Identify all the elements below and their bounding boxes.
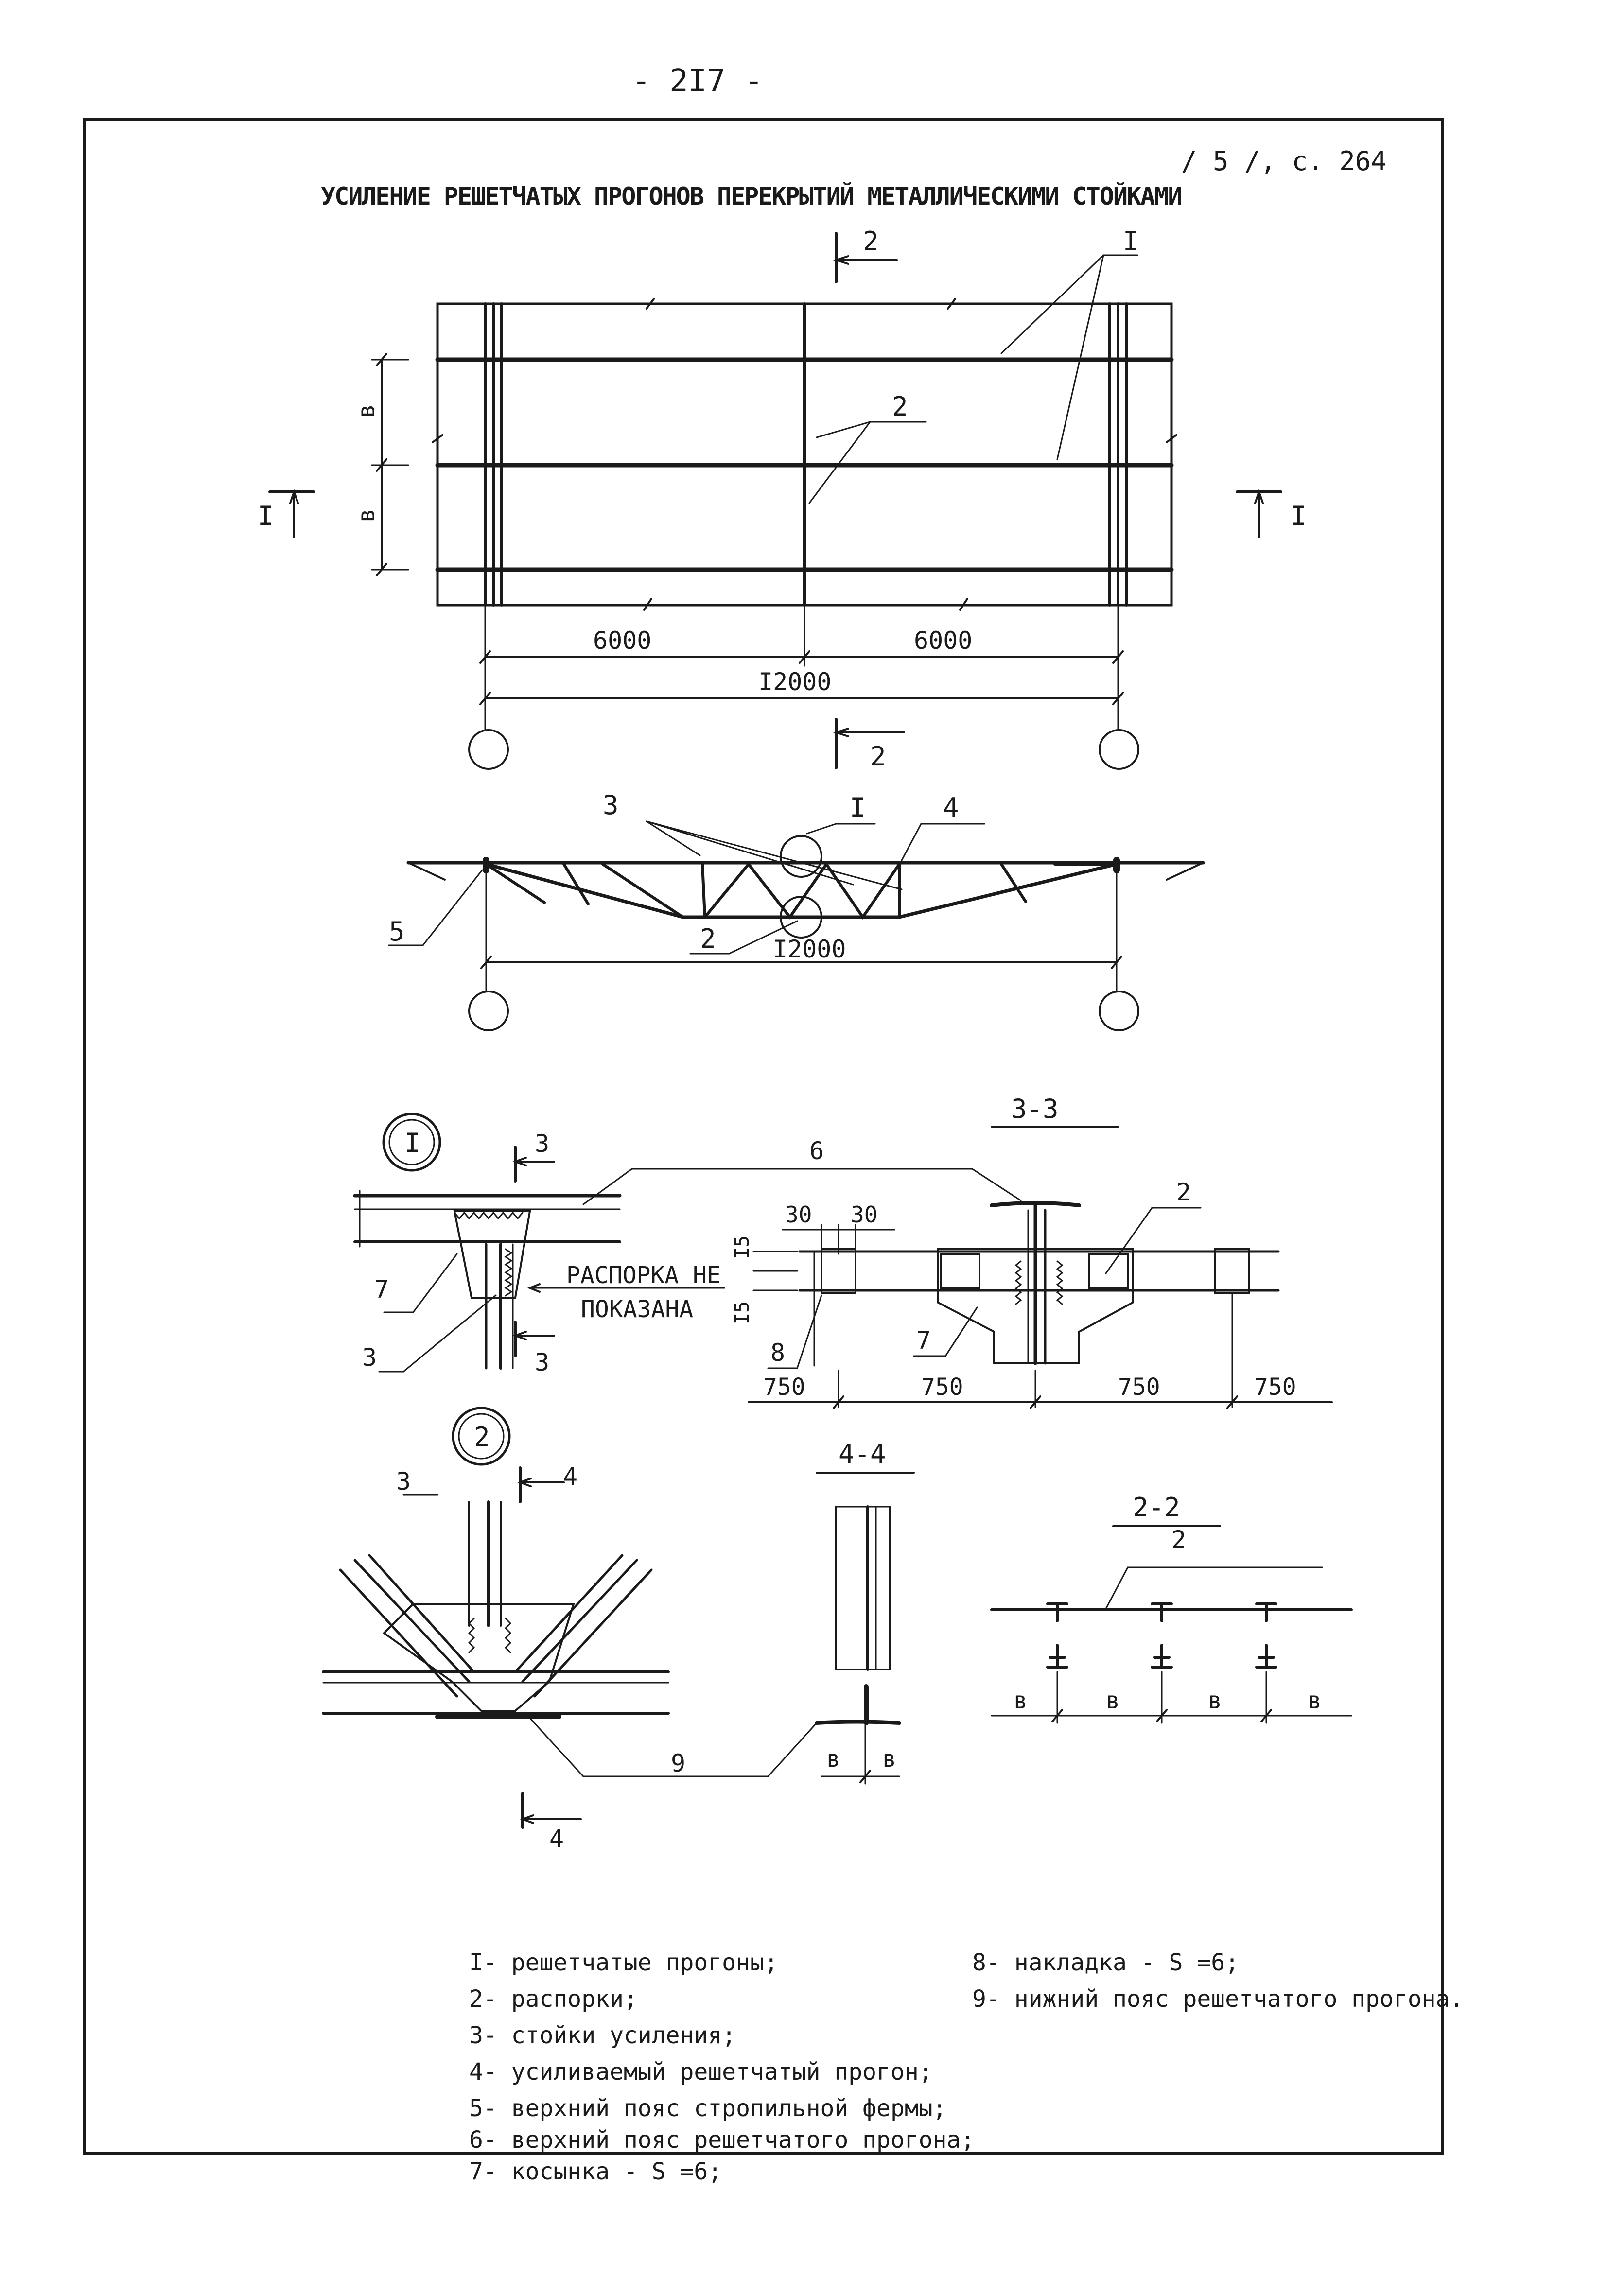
legend-item-3: 3- стойки усиления; bbox=[469, 2022, 736, 2049]
node-I-callout-3: 3 bbox=[362, 1343, 377, 1372]
node-I-callout-7: 7 bbox=[374, 1275, 389, 1304]
section-mark-2-bottom: 2 bbox=[870, 741, 886, 772]
section-mark-2-top: 2 bbox=[863, 226, 879, 257]
node-I-section-top: 3 bbox=[535, 1130, 549, 1158]
node-I-label: I bbox=[404, 1128, 420, 1158]
section-2-2-spacing-3: в bbox=[1208, 1687, 1222, 1714]
elev-callout-2: 2 bbox=[700, 923, 716, 954]
section-3-3: 3-3 6 30 30 I5 I5 2 8 bbox=[731, 1094, 1333, 1409]
node-2-callout-3: 3 bbox=[396, 1467, 411, 1496]
section-3-3-dim-4: 750 bbox=[1254, 1374, 1296, 1401]
node-2-detail: 2 3 4 4 9 bbox=[322, 1407, 818, 1853]
node-2-callout-9: 9 bbox=[671, 1749, 685, 1777]
plan-view: в в I I 2 2 I 2 6000 bbox=[258, 226, 1307, 772]
node-2-label: 2 bbox=[474, 1422, 490, 1452]
legend-item-8: 8- накладка - S =6; bbox=[972, 1949, 1240, 1976]
section-3-3-dim-1: 750 bbox=[763, 1374, 805, 1401]
source-reference: / 5 /, с. 264 bbox=[1181, 146, 1387, 176]
section-3-3-dim-15a: I5 bbox=[731, 1235, 753, 1259]
node-I-note: РАСПОРКА НЕ bbox=[566, 1262, 721, 1289]
section-3-3-dim-2: 750 bbox=[921, 1374, 963, 1401]
section-2-2-spacing-1: в bbox=[1014, 1687, 1028, 1714]
section-3-3-callout-8: 8 bbox=[770, 1339, 785, 1367]
node-2-section-bottom: 4 bbox=[549, 1825, 564, 1853]
section-2-2: 2-2 2 в в в в bbox=[990, 1492, 1353, 1724]
node-I-detail: I 3 3 7 3 РАСПОРКА НЕ ПОКАЗАНА bbox=[353, 1113, 1022, 1376]
elevation-view: 3 I 4 5 2 I2000 bbox=[388, 790, 1205, 1031]
elev-callout-I: I bbox=[850, 792, 866, 823]
section-3-3-dim-3: 750 bbox=[1118, 1374, 1160, 1401]
plan-callout-1: I bbox=[1123, 226, 1139, 257]
section-3-3-callout-2: 2 bbox=[1176, 1178, 1191, 1206]
page-number: - 2I7 - bbox=[632, 63, 763, 99]
section-3-3-label: 3-3 bbox=[1011, 1094, 1059, 1124]
elev-callout-5: 5 bbox=[389, 916, 405, 947]
section-mark-I-left: I bbox=[258, 501, 274, 531]
node-I-section-bottom: 3 bbox=[535, 1348, 549, 1376]
section-2-2-label: 2-2 bbox=[1133, 1492, 1180, 1523]
plan-spacing-lower: в bbox=[353, 508, 380, 522]
section-2-2-spacing-4: в bbox=[1308, 1687, 1322, 1714]
plan-dim-left: 6000 bbox=[593, 626, 651, 655]
column-axis-bubble bbox=[1099, 729, 1139, 770]
section-4-4-dim-b1: в bbox=[826, 1745, 840, 1773]
node-2-section-top: 4 bbox=[563, 1462, 577, 1491]
section-3-3-dim-30a: 30 bbox=[785, 1201, 812, 1228]
legend-item-4: 4- усиливаемый решетчатый прогон; bbox=[469, 2058, 933, 2086]
section-4-4-dim-b2: в bbox=[882, 1745, 896, 1773]
legend-item-2: 2- распорки; bbox=[469, 1985, 638, 2013]
legend-item-6: 6- верхний пояс решетчатого прогона; bbox=[469, 2126, 975, 2154]
column-axis-bubble bbox=[468, 729, 509, 770]
plan-callout-2: 2 bbox=[892, 391, 908, 422]
section-4-4: 4-4 в в bbox=[815, 1439, 915, 1785]
section-3-3-callout-7: 7 bbox=[916, 1326, 931, 1355]
section-3-3-dim-30b: 30 bbox=[851, 1201, 877, 1228]
section-mark-I-right: I bbox=[1291, 501, 1307, 531]
plan-spacing-upper: в bbox=[353, 404, 380, 418]
section-2-2-callout-2: 2 bbox=[1171, 1526, 1186, 1554]
elev-dim-total: I2000 bbox=[773, 935, 846, 963]
elev-callout-3: 3 bbox=[603, 790, 619, 820]
legend-item-1: I- решетчатые прогоны; bbox=[469, 1949, 778, 1976]
drawing-frame bbox=[83, 118, 1444, 2155]
node-I-note-2: ПОКАЗАНА bbox=[581, 1296, 693, 1323]
section-2-2-spacing-2: в bbox=[1106, 1687, 1120, 1714]
section-3-3-dim-15b: I5 bbox=[731, 1301, 753, 1324]
section-3-3-callout-6: 6 bbox=[809, 1137, 824, 1165]
drawing-title: УСИЛЕНИЕ РЕШЕТЧАТЫХ ПРОГОНОВ ПЕРЕКРЫТИЙ … bbox=[321, 182, 1182, 210]
legend-item-9: 9- нижний пояс решетчатого прогона. bbox=[972, 1985, 1464, 2013]
legend-item-5: 5- верхний пояс стропильной фермы; bbox=[469, 2095, 947, 2122]
elev-callout-4: 4 bbox=[943, 792, 959, 823]
plan-dim-total: I2000 bbox=[758, 668, 832, 696]
plan-dim-right: 6000 bbox=[914, 626, 972, 655]
section-4-4-label: 4-4 bbox=[839, 1439, 886, 1469]
legend-item-7: 7- косынка - S =6; bbox=[469, 2158, 722, 2185]
